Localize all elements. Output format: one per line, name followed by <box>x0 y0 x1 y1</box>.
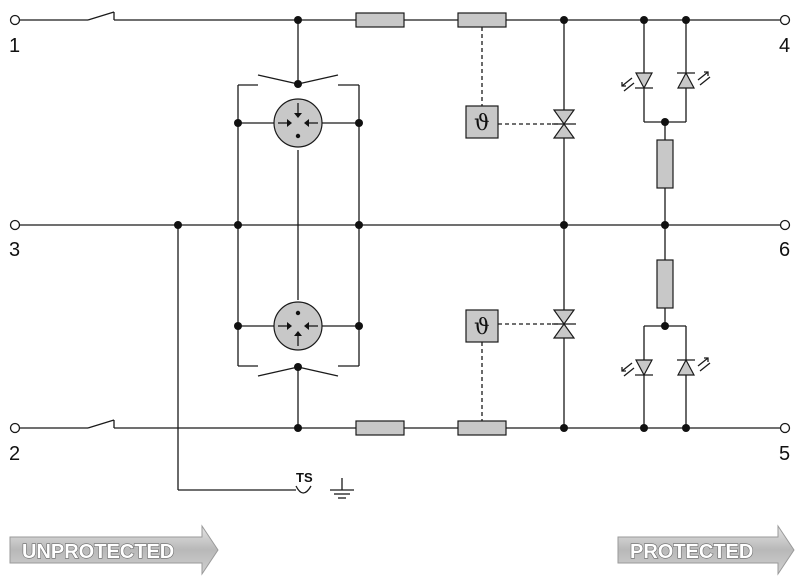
led-top-right-icon <box>677 71 711 89</box>
unprotected-arrow: UNPROTECTED <box>9 524 219 576</box>
terminal-2[interactable]: 2 <box>9 422 21 466</box>
ts-label: TS <box>296 470 313 485</box>
ground-path <box>177 225 354 499</box>
terminal-3[interactable]: 3 <box>9 219 21 262</box>
led-resistor-bottom <box>656 259 674 309</box>
led-resistor-top <box>656 139 674 189</box>
terminal-6-label: 6 <box>779 239 790 261</box>
terminal-5[interactable]: 5 <box>779 422 791 466</box>
thermal-symbol-bottom: ϑ <box>474 315 490 340</box>
gas-discharge-tube-bottom <box>273 301 323 351</box>
terminal-1[interactable]: 1 <box>9 14 21 58</box>
terminal-5-label: 5 <box>779 443 790 465</box>
resistor-top <box>355 12 405 28</box>
terminal-4[interactable]: 4 <box>779 14 791 58</box>
terminal-2-label: 2 <box>9 443 20 465</box>
thermal-protection-top <box>465 27 560 139</box>
terminal-1-label: 1 <box>9 35 20 57</box>
led-top-left-icon <box>621 72 653 92</box>
ptc-fuse-top <box>457 12 507 28</box>
junction-dots <box>174 16 690 432</box>
terminal-3-label: 3 <box>9 239 20 261</box>
led-bottom-right-icon <box>677 357 711 376</box>
terminal-6[interactable]: 6 <box>779 219 791 262</box>
thermal-protection-bottom <box>465 309 560 421</box>
protected-label: PROTECTED <box>630 541 753 563</box>
gas-discharge-tube-top <box>273 98 323 148</box>
tvs-diode-bottom <box>552 225 576 428</box>
ptc-fuse-bottom <box>457 420 507 436</box>
tvs-diode-top <box>552 20 576 225</box>
resistor-bottom <box>355 420 405 436</box>
thermal-symbol-top: ϑ <box>474 111 490 136</box>
protected-arrow: PROTECTED <box>617 524 795 576</box>
unprotected-label: UNPROTECTED <box>22 541 174 563</box>
terminal-4-label: 4 <box>779 35 790 57</box>
led-bottom-left-icon <box>621 359 653 377</box>
